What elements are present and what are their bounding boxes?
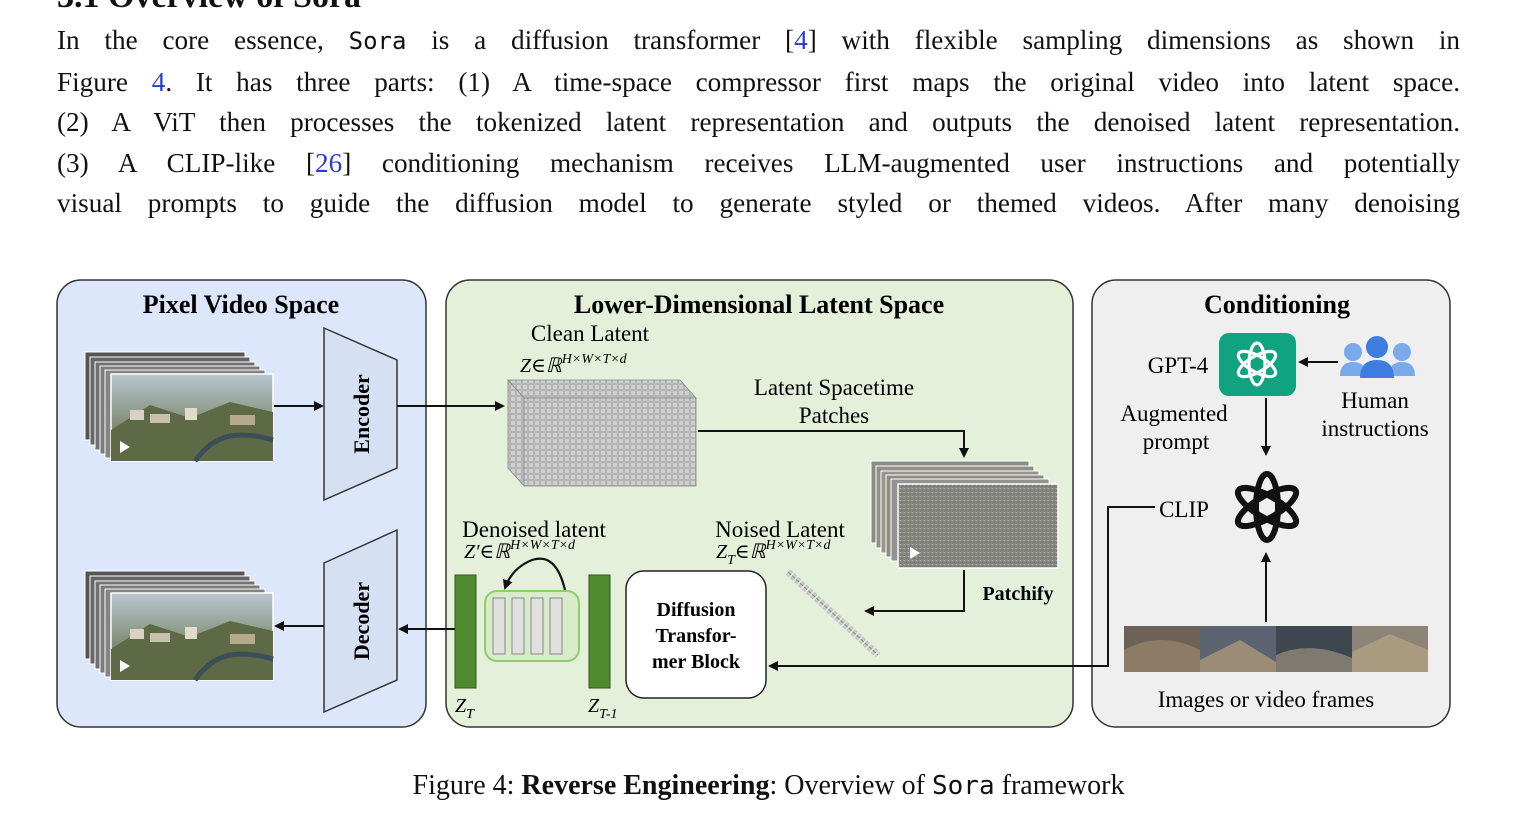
clean-latent-formula: Z∈ℝH×W×T×d [520, 352, 628, 377]
paragraph-line: (3) A CLIP-like [26] conditioning mechan… [57, 147, 1461, 178]
citation-link[interactable]: 4 [794, 25, 808, 55]
latent-patches-label-1: Latent Spacetime [754, 375, 914, 400]
latent-panel-title: Lower-Dimensional Latent Space [574, 290, 944, 319]
gpt4-label: GPT-4 [1148, 353, 1209, 378]
decoder-block [323, 528, 398, 714]
zt1-label: ZT-1 [588, 695, 618, 722]
paragraph-line: In the core essence, Sora is a diffusion… [57, 25, 1460, 55]
output-video-frames [84, 570, 274, 682]
zt-label: ZT [455, 695, 475, 722]
paragraph-line: (2) A ViT then processes the tokenized l… [57, 107, 1460, 137]
dit-label-3: mer Block [652, 651, 741, 673]
body-paragraph: In the core essence, Sora is a diffusion… [57, 20, 1460, 224]
cube-to-patches-arrow [698, 430, 969, 458]
augmented-label-2: prompt [1143, 429, 1210, 454]
people-icon [1340, 336, 1415, 378]
zt1-latent-bar [588, 574, 611, 689]
figure-link[interactable]: 4 [151, 66, 166, 97]
encoder-block [323, 326, 398, 502]
citation-link[interactable]: 26 [315, 147, 343, 178]
patchify-label: Patchify [982, 583, 1053, 605]
figure-caption: Figure 4: Reverse Engineering: Overview … [412, 770, 1125, 801]
clip-label: CLIP [1159, 497, 1209, 522]
section-heading: 3.1 Overview of Sora [57, 0, 361, 16]
conditioning-panel-title: Conditioning [1204, 290, 1350, 319]
transformer-layers [484, 590, 580, 662]
dit-label-1: Diffusion [657, 599, 736, 621]
clean-latent-label: Clean Latent [531, 321, 650, 346]
augmented-label-1: Augmented [1120, 401, 1228, 426]
zt-latent-bar [454, 574, 477, 689]
noised-latent-formula: ZT∈ℝH×W×T×d [716, 538, 831, 568]
denoising-loop-arrow [502, 557, 567, 591]
openai-icon [1236, 341, 1278, 387]
patchify-arrow [864, 570, 965, 616]
human-label-1: Human [1341, 388, 1409, 413]
latent-patches-label-2: Patches [799, 403, 869, 428]
paragraph-line: Figure 4. It has three parts: (1) A time… [57, 66, 1461, 97]
dit-label-2: Transfor- [655, 625, 736, 647]
human-label-2: instructions [1321, 416, 1428, 441]
diffusion-transformer-block [625, 570, 767, 699]
noised-latent-label: Noised Latent [715, 517, 845, 542]
denoised-latent-formula: Z′∈ℝH×W×T×d [464, 538, 576, 563]
denoised-latent-label: Denoised latent [462, 517, 606, 542]
decoder-label: Decoder [349, 582, 374, 660]
conditioning-image-frames [1124, 626, 1428, 672]
clip-to-dit-arrow [768, 506, 1155, 671]
conditioning-panel [1091, 279, 1451, 728]
clean-latent-cube [507, 378, 697, 488]
input-video-frames [84, 351, 274, 463]
encoder-label: Encoder [349, 374, 374, 454]
clip-openai-icon [1234, 471, 1300, 543]
noised-latent-frames [870, 460, 1059, 569]
patch-token-sequence [785, 569, 881, 658]
paragraph-line: visual prompts to guide the diffusion mo… [57, 188, 1460, 218]
gpt4-logo-box [1219, 333, 1296, 396]
pixel-panel-title: Pixel Video Space [143, 290, 339, 319]
images-label: Images or video frames [1158, 687, 1375, 712]
